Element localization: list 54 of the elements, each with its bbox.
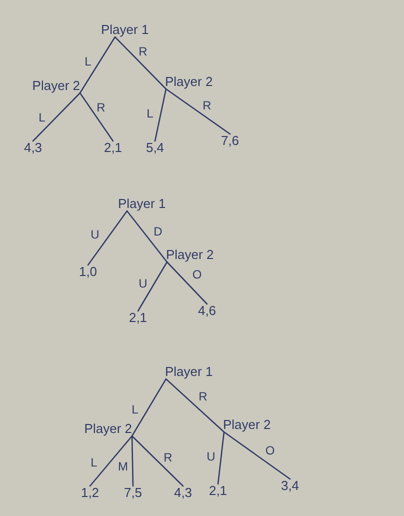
player-label: Player 2 <box>84 422 132 436</box>
edge-label: L <box>146 108 154 120</box>
edge-label: O <box>264 444 276 458</box>
edge-label: M <box>117 460 129 474</box>
payoff-label: 4,6 <box>198 304 216 318</box>
branch-line <box>87 210 128 266</box>
player-label: Player 2 <box>32 79 80 93</box>
edge-label: D <box>152 226 164 238</box>
branch-line <box>114 36 167 90</box>
player-label: Player 1 <box>101 23 149 37</box>
payoff-label: 4,3 <box>24 141 42 155</box>
branch-line <box>165 378 225 433</box>
player-label: Player 2 <box>166 248 214 262</box>
edge-label: U <box>206 450 216 464</box>
payoff-label: 1,2 <box>80 486 100 500</box>
branch-line <box>131 435 134 487</box>
payoff-label: 7,5 <box>124 486 142 500</box>
branch-line <box>89 435 133 487</box>
edge-label: U <box>138 278 148 290</box>
payoff-label: 5,4 <box>146 141 164 155</box>
branch-line <box>137 261 168 312</box>
edge-label: R <box>96 102 106 114</box>
edge-label: L <box>130 404 140 416</box>
player-label: Player 1 <box>165 365 213 379</box>
payoff-label: 7,6 <box>220 134 240 148</box>
branch-line <box>126 210 168 263</box>
edge-label: R <box>198 390 208 404</box>
edge-label: U <box>90 228 100 242</box>
branch-line <box>166 261 208 305</box>
branch-line <box>131 378 167 437</box>
branch-line <box>79 92 114 142</box>
branch-line <box>165 88 231 135</box>
branch-line <box>79 36 116 94</box>
player-label: Player 1 <box>118 197 166 211</box>
branch-line <box>154 88 167 142</box>
edge-label: L <box>90 456 98 470</box>
edge-label: L <box>38 112 46 124</box>
payoff-label: 2,1 <box>128 311 148 325</box>
edge-label: R <box>202 100 212 112</box>
edge-label: O <box>191 268 203 282</box>
edge-label: L <box>84 56 92 68</box>
player-label: Player 2 <box>165 75 213 89</box>
payoff-label: 1,0 <box>78 265 98 279</box>
branch-line <box>32 92 81 142</box>
branch-line <box>131 435 184 487</box>
edge-label: R <box>138 46 148 58</box>
payoff-label: 3,4 <box>280 479 300 493</box>
payoff-label: 2,1 <box>104 141 122 155</box>
payoff-label: 2,1 <box>208 484 228 498</box>
payoff-label: 4,3 <box>174 486 192 500</box>
branch-line <box>223 431 291 480</box>
branch-line <box>217 431 225 485</box>
player-label: Player 2 <box>223 418 271 432</box>
edge-label: R <box>162 452 174 464</box>
